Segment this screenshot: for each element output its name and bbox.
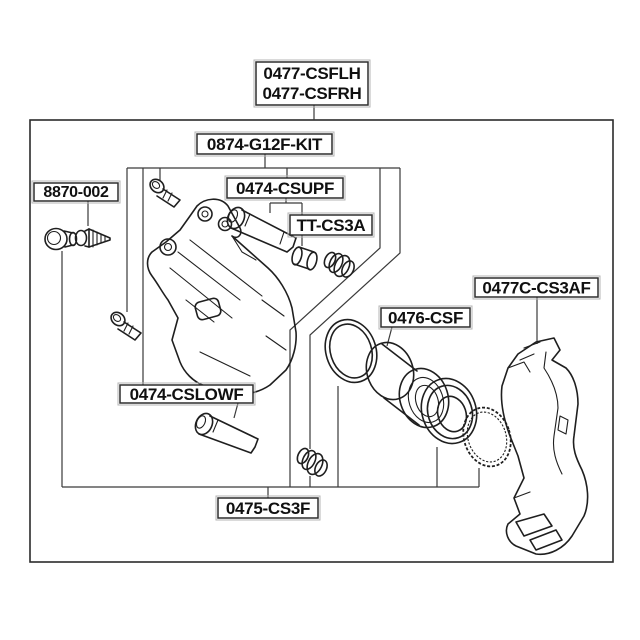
pin-bushing-drawing [291, 246, 318, 271]
upper-guide-pin-drawing [226, 206, 297, 253]
bleeder-screw-drawing [74, 228, 111, 248]
piston-number: 0476-CSF [388, 309, 463, 328]
part-label-bracket[interactable]: 0477C-CS3AF [472, 275, 601, 300]
leader-lines-top [126, 105, 401, 487]
part-label-tt[interactable]: TT-CS3A [287, 212, 375, 238]
lower-guide-boot-drawing [296, 447, 328, 477]
leader-lines-left [61, 201, 89, 487]
upper-slide-pin-number: 0474-CSUPF [236, 179, 334, 198]
leader-lines-bottom-manifold [62, 386, 480, 498]
caliper-body-drawing [146, 198, 297, 396]
part-label-upper-slide-pin[interactable]: 0474-CSUPF [224, 175, 346, 201]
piston-drawing [365, 341, 450, 429]
kit-number: 0874-G12F-KIT [207, 135, 323, 154]
assembly-number-rh: 0477-CSFRH [262, 84, 361, 103]
diagram-border [29, 119, 614, 563]
lower-mount-bolt-drawing [110, 311, 142, 341]
lower-slide-pin-number: 0474-CSLOWF [130, 385, 244, 404]
caliper-bracket-drawing [500, 337, 589, 556]
upper-mount-bolt-drawing [149, 178, 181, 208]
part-label-kit[interactable]: 0874-G12F-KIT [194, 131, 335, 157]
part-label-repair-kit[interactable]: 0475-CS3F [215, 495, 321, 521]
dust-boot-drawing [420, 377, 478, 445]
part-label-lower-slide-pin[interactable]: 0474-CSLOWF [117, 382, 256, 406]
assembly-number-lh: 0477-CSFLH [263, 64, 360, 83]
bracket-number: 0477C-CS3AF [482, 279, 590, 298]
upper-guide-boot-drawing [323, 251, 355, 278]
part-label-piston[interactable]: 0476-CSF [378, 305, 473, 330]
bleeder-cap-drawing [44, 227, 78, 251]
piston-seal-drawing [324, 318, 378, 384]
lower-guide-pin-drawing [194, 412, 259, 454]
part-label-bleeder-screw[interactable]: 8870-002 [31, 180, 121, 204]
tt-number: TT-CS3A [297, 216, 366, 235]
bleeder-screw-number: 8870-002 [43, 184, 109, 201]
part-label-assembly[interactable]: 0477-CSFLH 0477-CSFRH [253, 59, 371, 108]
repair-kit-number: 0475-CS3F [226, 499, 310, 518]
